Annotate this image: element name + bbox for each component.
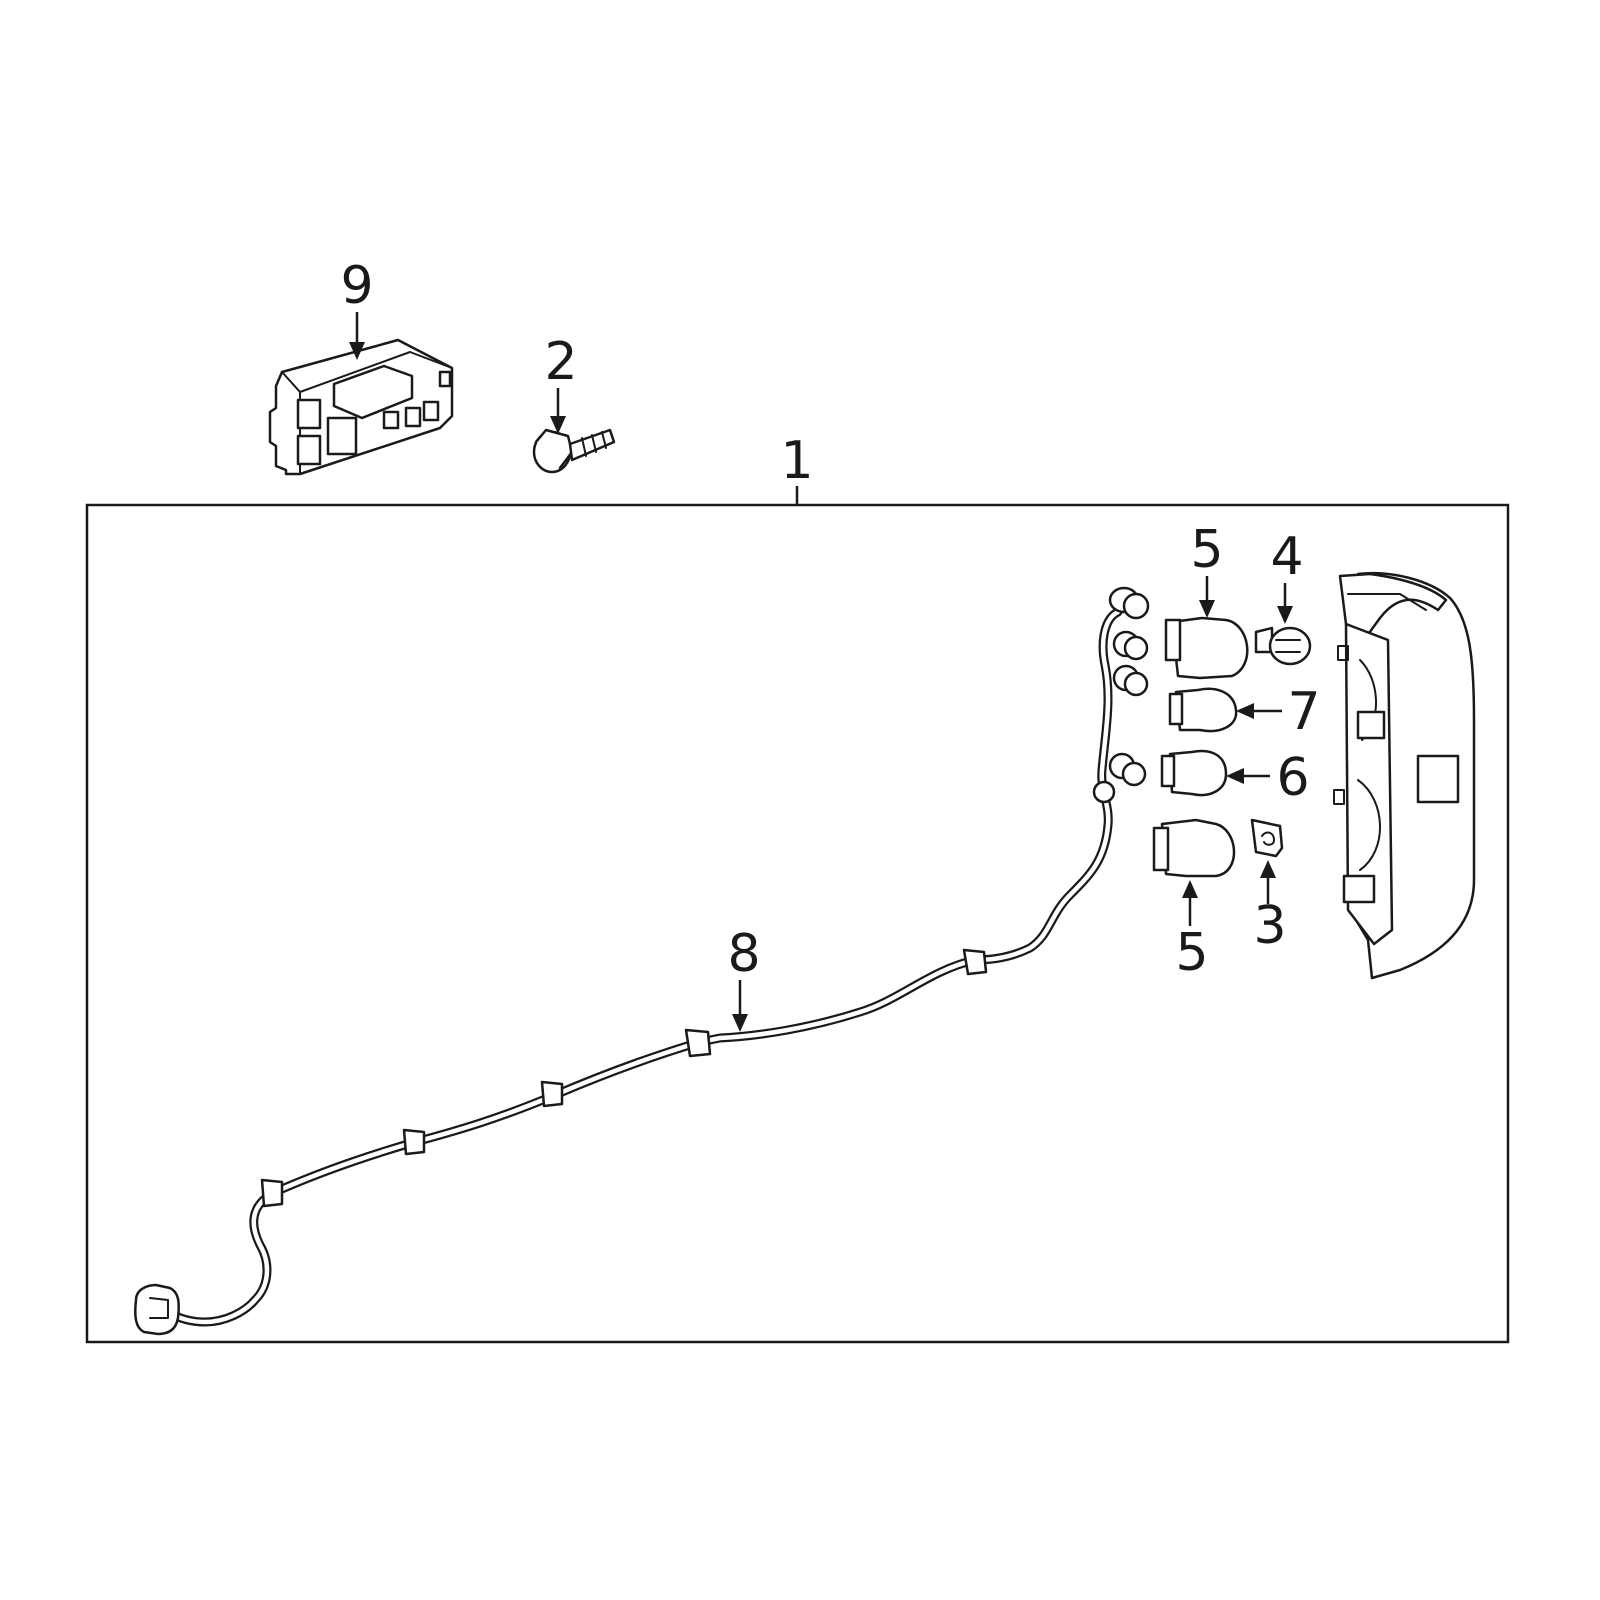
harness-socket-2 [1112,630,1149,661]
callout-4-label: 4 [1270,527,1303,587]
callout-3: 3 [1253,860,1287,956]
harness-socket-top [1108,586,1150,620]
callout-6-label: 6 [1276,748,1309,808]
callout-8-label: 8 [727,924,760,984]
callout-9: 9 [340,256,374,360]
small-socket [1254,626,1312,666]
callout-5-upper-label: 5 [1190,520,1223,580]
wiring-harness [134,586,1150,1336]
wedge-bulb-lower [1152,818,1236,878]
callout-7-label: 7 [1287,682,1320,742]
mini-bulb-7 [1168,687,1238,733]
callout-5-lower-label: 5 [1175,923,1208,983]
tail-lamp-housing [1333,571,1476,980]
harness-socket-4 [1092,752,1147,804]
callout-6: 6 [1226,748,1310,808]
callout-4: 4 [1270,527,1304,624]
screw [532,428,616,474]
harness-socket-3 [1112,664,1149,697]
callout-3-label: 3 [1253,896,1286,956]
callout-5-upper: 5 [1190,520,1224,618]
clip-nut [1250,818,1284,858]
wedge-bulb-upper [1164,616,1249,680]
callout-1-label: 1 [780,431,813,491]
mini-bulb-6 [1160,749,1228,797]
callout-2: 2 [544,332,578,434]
callout-8: 8 [727,924,761,1032]
callout-9-label: 9 [340,256,373,316]
callout-2-label: 2 [544,332,577,392]
callout-5-lower: 5 [1175,880,1209,983]
circuit-board-module [268,338,454,476]
callout-7: 7 [1236,682,1321,742]
callout-1: 1 [780,431,814,505]
